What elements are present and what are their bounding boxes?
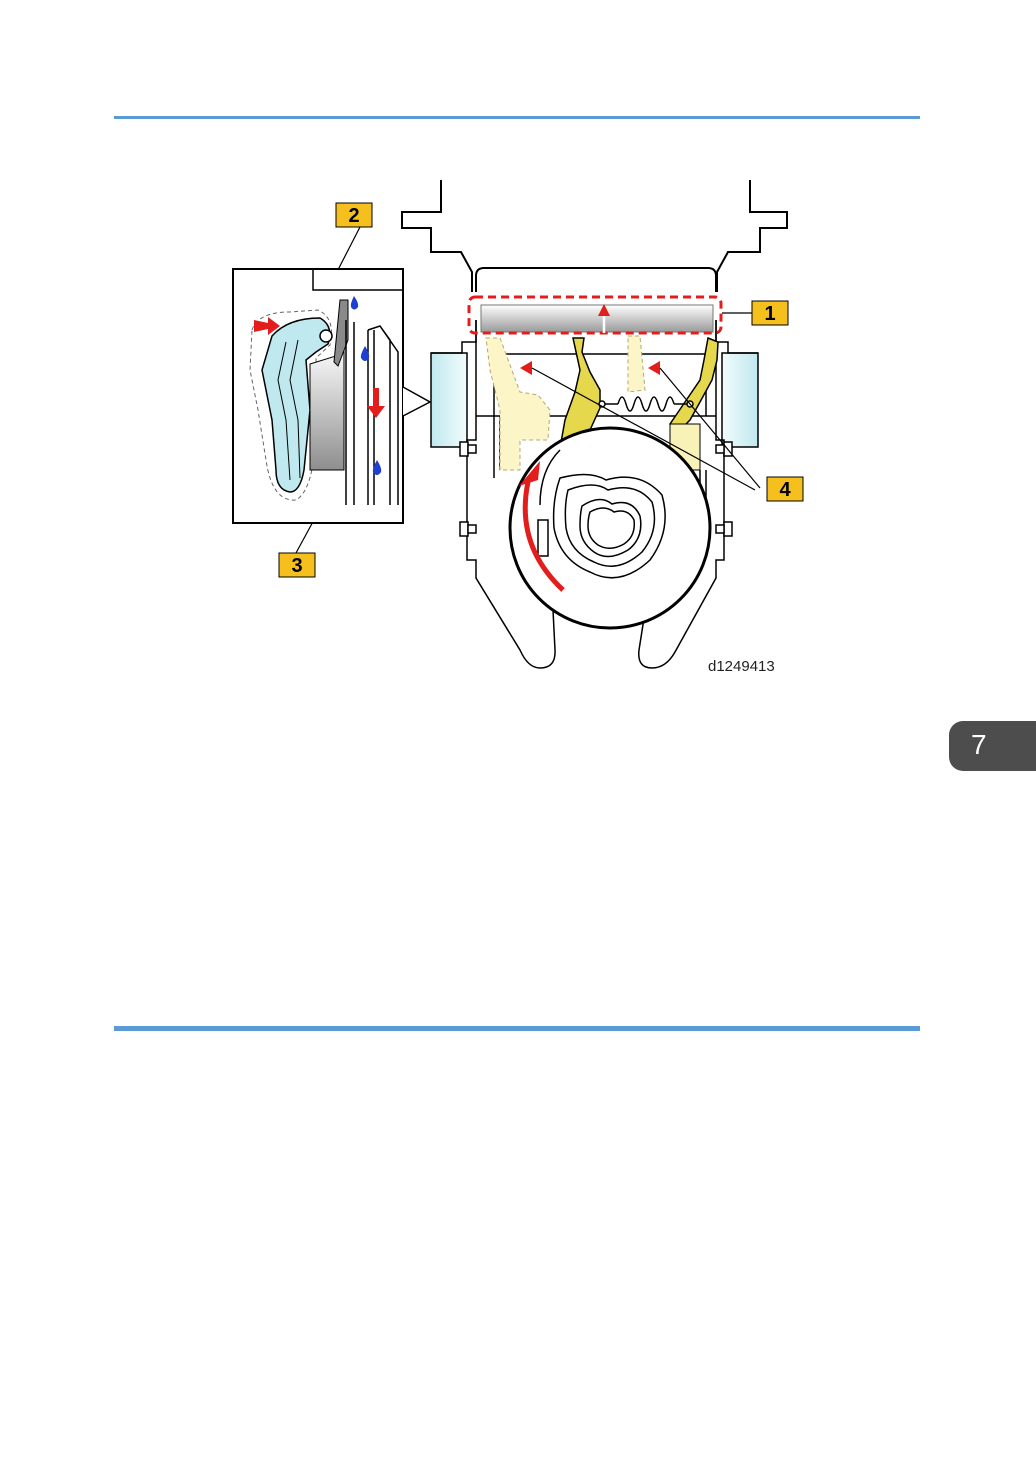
callout-4-label: 4 [779, 479, 791, 501]
left-side-block [431, 353, 467, 447]
cam-circle [510, 428, 710, 628]
chapter-tab: 7 [949, 721, 1036, 771]
flow-arrow [648, 361, 660, 375]
callout-3: 3 [279, 553, 315, 577]
figure-code: d1249413 [708, 658, 775, 675]
filter-bar [481, 305, 713, 332]
chapter-number: 7 [971, 729, 987, 761]
unit-frame [402, 180, 787, 292]
callout-2: 2 [336, 203, 372, 227]
callout-2-label: 2 [348, 205, 359, 227]
inset-detail [233, 269, 430, 523]
flow-arrow [520, 361, 532, 375]
callout-4: 4 [767, 477, 803, 501]
right-side-block [722, 353, 758, 447]
callout-1: 1 [752, 301, 788, 325]
fuser-diagram: 1 2 3 4 d1249413 [0, 0, 1036, 1000]
spring [599, 397, 693, 411]
callout-3-label: 3 [291, 555, 302, 577]
callout-1-label: 1 [764, 303, 775, 325]
section-rule [114, 1026, 920, 1031]
